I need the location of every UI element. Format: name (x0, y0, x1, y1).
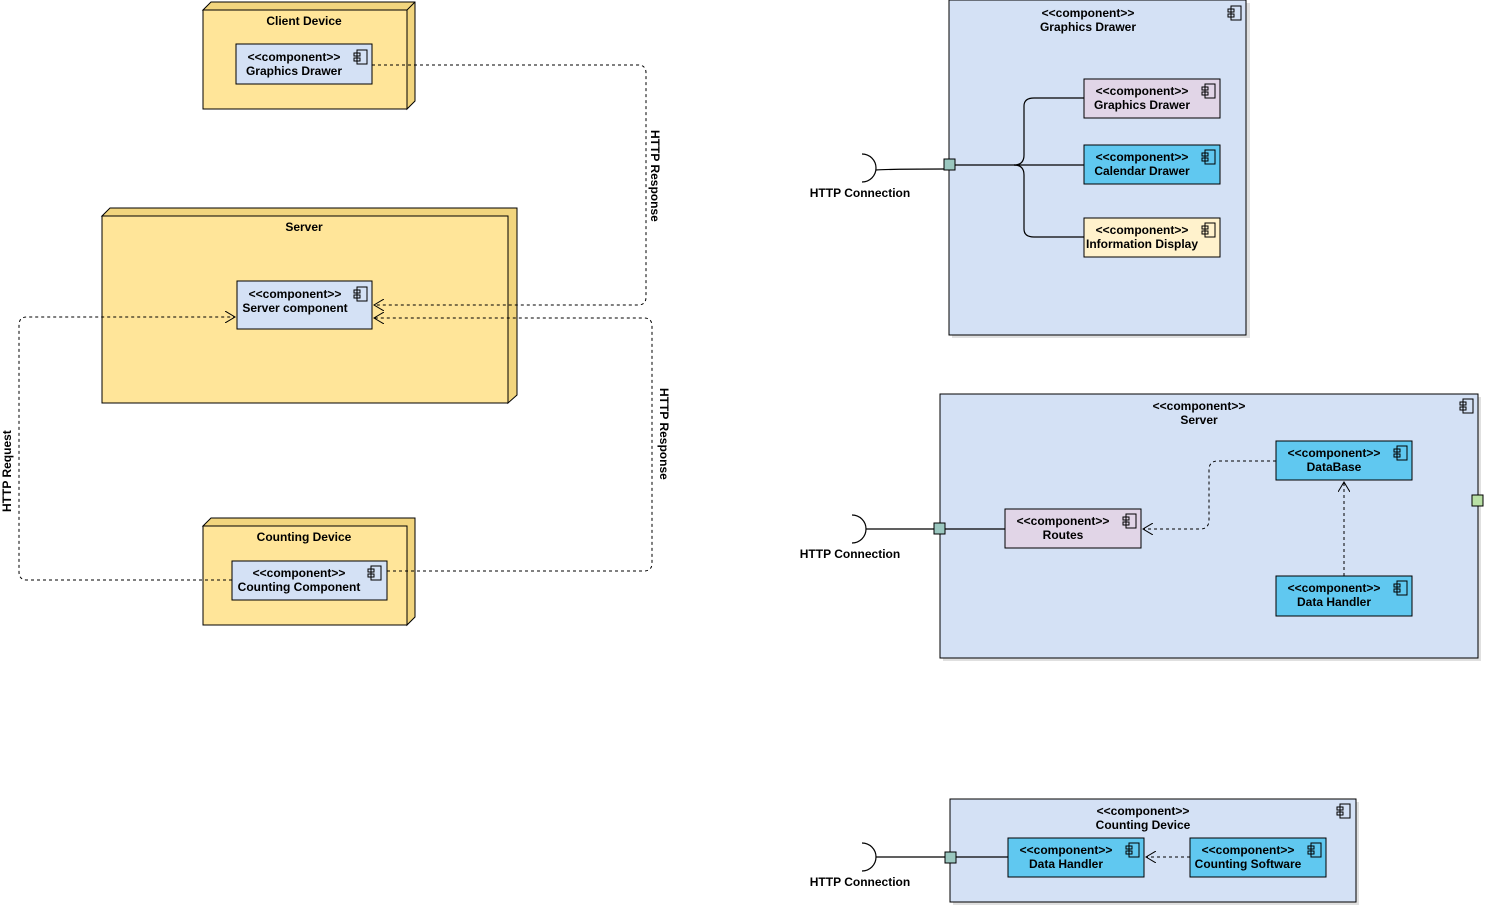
data-handler-component[interactable]: <<component>> Data Handler (1275, 575, 1413, 617)
server-component[interactable]: <<component>> Server component (236, 280, 373, 330)
counting-device-title: Counting Device (257, 530, 352, 544)
routes-component[interactable]: <<component>> Routes (1004, 508, 1142, 549)
http-response-edge-counting[interactable] (374, 318, 653, 572)
component-label: Server component (242, 301, 347, 315)
client-graphics-drawer-component[interactable]: <<component>> Graphics Drawer (235, 43, 373, 85)
component-icon (1201, 83, 1216, 99)
database-component[interactable]: <<component>> DataBase (1275, 440, 1413, 481)
counting-data-handler-component[interactable]: <<component>> Data Handler (1007, 837, 1145, 878)
counting-component[interactable]: <<component>> Counting Component (231, 560, 388, 601)
required-interface-socket (861, 842, 877, 872)
client-device-title: Client Device (266, 14, 342, 28)
component-stereotype: <<component>> (1288, 581, 1381, 595)
component-label: Graphics Drawer (246, 64, 342, 78)
edge-label-http-response-2: HTTP Response (657, 388, 671, 480)
component-label: DataBase (1307, 460, 1362, 474)
component-stereotype: <<component>> (1096, 150, 1189, 164)
port[interactable] (944, 851, 957, 864)
component-stereotype: <<component>> (253, 566, 346, 580)
component-label: Information Display (1086, 237, 1198, 251)
component-label: Counting Software (1195, 857, 1302, 871)
component-icon (1393, 580, 1408, 596)
component-stereotype: <<component>> (249, 287, 342, 301)
container-title: Counting Device (1096, 818, 1191, 832)
required-interface-socket (861, 153, 877, 183)
component-stereotype: <<component>> (1017, 514, 1110, 528)
component-label: Calendar Drawer (1094, 164, 1190, 178)
container-stereotype: <<component>> (1042, 6, 1135, 20)
component-stereotype: <<component>> (1020, 843, 1113, 857)
edge-label-http-request: HTTP Request (0, 430, 14, 512)
component-stereotype: <<component>> (1202, 843, 1295, 857)
component-icon (367, 565, 382, 581)
component-stereotype: <<component>> (1096, 84, 1189, 98)
component-stereotype: <<component>> (1288, 446, 1381, 460)
graphics-drawer-subcomponent[interactable]: <<component>> Graphics Drawer (1083, 78, 1221, 119)
component-icon (1459, 398, 1474, 414)
container-stereotype: <<component>> (1097, 804, 1190, 818)
component-icon (1125, 842, 1140, 858)
component-label: Data Handler (1029, 857, 1103, 871)
container-title: Graphics Drawer (1040, 20, 1136, 34)
component-icon (353, 49, 368, 65)
component-label: Counting Component (238, 580, 361, 594)
component-icon (1393, 445, 1408, 461)
interface-label: HTTP Connection (810, 875, 910, 889)
http-request-edge[interactable] (18, 317, 235, 581)
database-to-routes-dependency[interactable] (1143, 460, 1276, 529)
container-stereotype: <<component>> (1153, 399, 1246, 413)
interface-label: HTTP Connection (800, 547, 900, 561)
component-label: Data Handler (1297, 595, 1371, 609)
counting-software-component[interactable]: <<component>> Counting Software (1189, 837, 1327, 878)
calendar-drawer-subcomponent[interactable]: <<component>> Calendar Drawer (1083, 144, 1221, 185)
connector-branch (1013, 164, 1084, 238)
component-label: Routes (1043, 528, 1084, 542)
port[interactable] (1471, 494, 1484, 507)
component-icon (1227, 5, 1242, 21)
container-title: Server (1180, 413, 1218, 427)
component-icon (353, 286, 368, 302)
information-display-subcomponent[interactable]: <<component>> Information Display (1083, 217, 1221, 258)
component-icon (1201, 222, 1216, 238)
component-stereotype: <<component>> (248, 50, 341, 64)
interface-line (875, 168, 945, 171)
component-label: Graphics Drawer (1094, 98, 1190, 112)
port[interactable] (933, 522, 946, 535)
component-stereotype: <<component>> (1096, 223, 1189, 237)
server-title: Server (285, 220, 323, 234)
component-icon (1336, 803, 1351, 819)
interface-label: HTTP Connection (810, 186, 910, 200)
component-icon (1122, 513, 1137, 529)
component-icon (1307, 842, 1322, 858)
required-interface-socket (851, 514, 867, 544)
port[interactable] (943, 158, 956, 171)
component-icon (1201, 149, 1216, 165)
edge-label-http-response-1: HTTP Response (648, 130, 662, 222)
http-response-edge-client[interactable] (372, 64, 647, 305)
